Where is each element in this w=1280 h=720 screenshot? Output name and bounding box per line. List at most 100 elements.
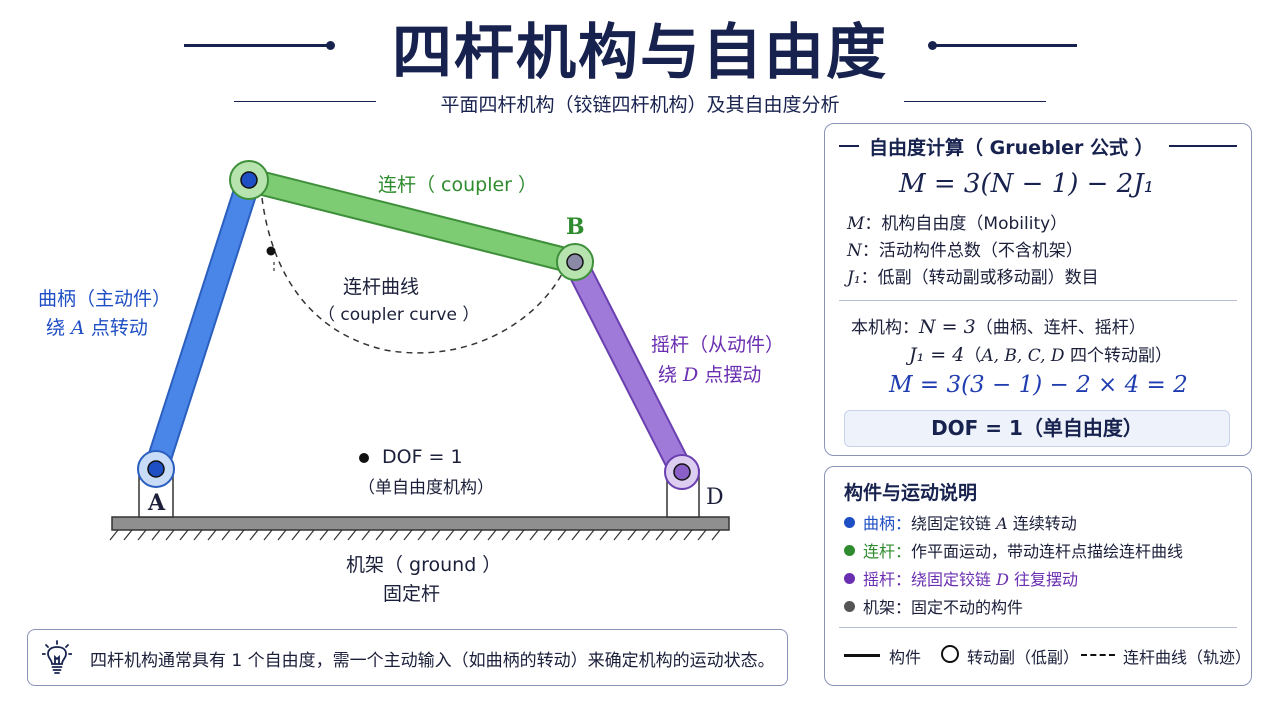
part-rocker-desc-post: 往复摆动 xyxy=(1008,570,1079,589)
coupler-label: 连杆（ coupler ） xyxy=(378,174,538,196)
part-crank-desc-post: 连续转动 xyxy=(1007,514,1077,533)
coupler-dot xyxy=(844,545,855,556)
part-crank-var: A xyxy=(996,514,1008,533)
lightbulb-icon xyxy=(42,640,72,674)
rocker-sub-prefix: 绕 xyxy=(658,364,684,386)
dof-bullet xyxy=(359,453,369,463)
dof-result-box: DOF = 1（单自由度） xyxy=(844,410,1230,447)
coupler-curve xyxy=(261,197,566,354)
four-bar-diagram: 连杆（ coupler ） B 连杆曲线 （ coupler curve ） 曲… xyxy=(38,160,785,605)
crank-sub: 绕 A 点转动 xyxy=(46,313,148,340)
this-n: N = 3 xyxy=(919,316,976,338)
this-mechanism-j: J₁ = 4（A, B, C, D 四个转动副） xyxy=(909,341,1172,366)
part-ground-name: 机架： xyxy=(863,598,912,617)
this-j-open: （ xyxy=(964,346,982,366)
crank-label: 曲柄（主动件） xyxy=(38,288,172,310)
def-j: J₁：低副（转动副或移动副）数目 xyxy=(847,263,1099,288)
subtitle-rule-left xyxy=(234,101,376,102)
note-box: 四杆机构通常具有 1 个自由度，需一个主动输入（如曲柄的转动）来确定机构的运动状… xyxy=(27,629,788,686)
part-crank-desc-pre: 绕固定铰链 xyxy=(911,514,997,533)
def-m-text: ：机构自由度（Mobility） xyxy=(864,214,1068,234)
ground-label: 机架（ ground ） xyxy=(346,554,502,576)
joint-b-label: B xyxy=(566,214,585,240)
def-m: M：机构自由度（Mobility） xyxy=(847,209,1067,234)
coupler-curve-label: 连杆曲线 xyxy=(343,276,420,298)
this-j-close: 四个转动副） xyxy=(1064,346,1172,366)
rocker-label: 摇杆（从动件） xyxy=(651,334,785,356)
parts-heading: 构件与运动说明 xyxy=(844,482,978,504)
title-rule-right xyxy=(935,44,1077,47)
calc-heading-rule-right xyxy=(1169,145,1237,147)
this-j: J₁ = 4 xyxy=(909,344,965,366)
joint-b xyxy=(556,243,594,281)
legend-curve: 连杆曲线（轨迹） xyxy=(1123,648,1252,667)
legend-joint-circle xyxy=(941,645,959,663)
part-rocker-var: D xyxy=(996,570,1009,589)
ground-dot xyxy=(844,601,855,612)
crank-link-fill xyxy=(145,169,260,480)
part-item-ground: 机架：固定不动的构件 xyxy=(844,594,1023,618)
crank-sub-var: A xyxy=(71,317,85,339)
dof-sub: （单自由度机构） xyxy=(358,478,494,498)
coupler-curve-sub: （ coupler curve ） xyxy=(318,305,480,325)
page-subtitle: 平面四杆机构（铰链四杆机构）及其自由度分析 xyxy=(440,94,840,116)
part-coupler-name: 连杆： xyxy=(863,542,912,561)
joint-a-label: A xyxy=(148,490,166,516)
def-j-text: ：低副（转动副或移动副）数目 xyxy=(860,268,1099,288)
calc-heading: 自由度计算（ Gruebler 公式 ） xyxy=(869,137,1154,159)
this-mechanism-n: 本机构：N = 3（曲柄、连杆、摇杆） xyxy=(851,313,1146,338)
joint-d xyxy=(664,454,700,490)
mechanism-svg xyxy=(109,160,730,541)
joint-top-left xyxy=(229,160,269,200)
parts-panel: 构件与运动说明 曲柄：绕固定铰链 A 连续转动 连杆：作平面运动，带动连杆点描绘… xyxy=(824,466,1252,686)
calc-heading-rule-left xyxy=(839,145,859,147)
joint-d-label: D xyxy=(706,485,724,510)
page-title: 四杆机构与自由度 xyxy=(392,18,888,88)
rocker-dot xyxy=(844,573,855,584)
part-item-rocker: 摇杆：绕固定铰链 D 往复摆动 xyxy=(844,566,1078,590)
part-coupler-desc: 作平面运动，带动连杆点描绘连杆曲线 xyxy=(911,542,1184,561)
ground-hatch xyxy=(109,529,721,541)
result-formula: M = 3(3 − 1) − 2 × 4 = 2 xyxy=(889,372,1188,398)
joint-a xyxy=(137,450,175,488)
rocker-sub: 绕 D 点摆动 xyxy=(658,360,761,387)
title-rule-left xyxy=(184,44,330,47)
coupler-link-fill xyxy=(238,169,586,273)
ground-sub: 固定杆 xyxy=(383,583,441,605)
part-rocker-name: 摇杆： xyxy=(863,570,912,589)
dof-label: DOF = 1 xyxy=(382,446,463,468)
legend-curve-dash xyxy=(1081,654,1115,656)
part-crank-name: 曲柄： xyxy=(863,514,912,533)
calc-separator xyxy=(839,300,1237,301)
part-rocker-desc-pre: 绕固定铰链 xyxy=(911,570,997,589)
subtitle-rule-right xyxy=(904,101,1046,102)
part-item-coupler: 连杆：作平面运动，带动连杆点描绘连杆曲线 xyxy=(844,538,1183,562)
crank-sub-prefix: 绕 xyxy=(46,317,72,339)
ground-bar xyxy=(111,516,730,531)
crank-sub-suffix: 点转动 xyxy=(84,317,148,339)
title-dot-left xyxy=(326,41,335,50)
gruebler-formula: M = 3(N − 1) − 2J₁ xyxy=(899,169,1155,199)
def-m-var: M xyxy=(847,214,865,234)
parts-separator xyxy=(839,627,1237,628)
rocker-link-fill xyxy=(564,251,693,483)
def-n-var: N xyxy=(847,241,862,261)
this-n-note: （曲柄、连杆、摇杆） xyxy=(975,318,1146,338)
note-text: 四杆机构通常具有 1 个自由度，需一个主动输入（如曲柄的转动）来确定机构的运动状… xyxy=(90,651,775,671)
part-ground-desc: 固定不动的构件 xyxy=(911,598,1024,617)
legend-joint: 转动副（低副） xyxy=(967,648,1080,667)
this-prefix: 本机构： xyxy=(851,318,919,338)
coupler-point xyxy=(266,246,276,256)
def-n: N：活动构件总数（不含机架） xyxy=(847,236,1083,261)
rocker-sub-suffix: 点摆动 xyxy=(698,364,762,386)
def-j-var: J₁ xyxy=(847,268,861,288)
rocker-sub-var: D xyxy=(683,364,699,386)
legend-member-line xyxy=(844,654,880,657)
def-n-text: ：活动构件总数（不含机架） xyxy=(861,241,1083,261)
legend-member: 构件 xyxy=(889,648,922,667)
dof-calculation-panel: 自由度计算（ Gruebler 公式 ） M = 3(N − 1) − 2J₁ … xyxy=(824,123,1252,456)
crank-dot xyxy=(844,517,855,528)
part-item-crank: 曲柄：绕固定铰链 A 连续转动 xyxy=(844,510,1077,534)
title-dot-right xyxy=(928,41,937,50)
this-j-vars: A, B, C, D xyxy=(981,346,1065,366)
